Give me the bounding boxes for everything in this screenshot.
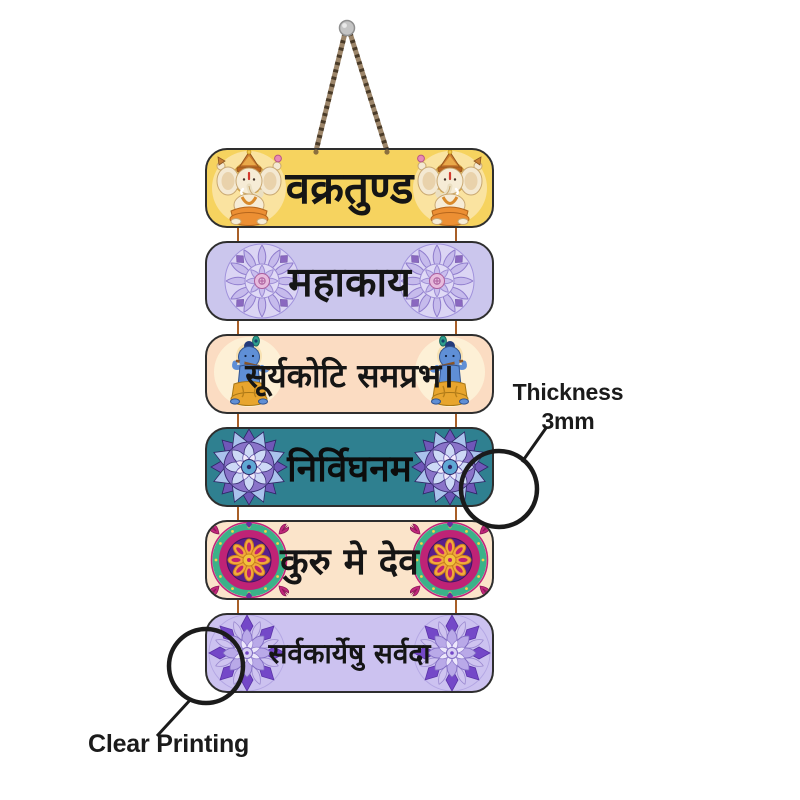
thickness-label-line1: Thickness: [512, 379, 624, 405]
blue-mandala-icon: [209, 427, 289, 507]
board-sarvakaryeshu: सर्वकार्येषु सर्वदा: [205, 613, 494, 693]
thickness-label: Thickness 3mm: [508, 378, 628, 436]
board-text-kurumedeva: कुरु मे देव: [280, 539, 419, 583]
clear-printing-label: Clear Printing: [88, 730, 250, 758]
rangoli-mandala-icon: [410, 520, 490, 600]
board-text-nirvighnam: निर्विघनम: [287, 446, 412, 490]
ganesha-icon: [410, 148, 490, 228]
thickness-label-line2: 3mm: [541, 408, 595, 434]
board-vakratunda: वक्रतुण्ड: [205, 148, 494, 228]
board-text-mahakaya: महाकाय: [288, 257, 411, 306]
nail-pin-icon: [338, 19, 356, 37]
jute-rope-icon: [313, 30, 390, 154]
board-text-vakratunda: वक्रतुण्ड: [285, 163, 414, 214]
board-suryakoti: सूर्यकोटि समप्रभ।: [205, 334, 494, 414]
board-text-sarvakaryeshu: सर्वकार्येषु सर्वदा: [268, 637, 431, 670]
board-mahakaya: महाकाय: [205, 241, 494, 321]
board-kurumedeva: कुरु मे देव: [205, 520, 494, 600]
board-nirvighnam: निर्विघनम: [205, 427, 494, 507]
board-text-suryakoti: सूर्यकोटि समप्रभ।: [245, 355, 454, 395]
blue-mandala-icon: [410, 427, 490, 507]
ganesha-icon: [209, 148, 289, 228]
rangoli-mandala-icon: [209, 520, 289, 600]
